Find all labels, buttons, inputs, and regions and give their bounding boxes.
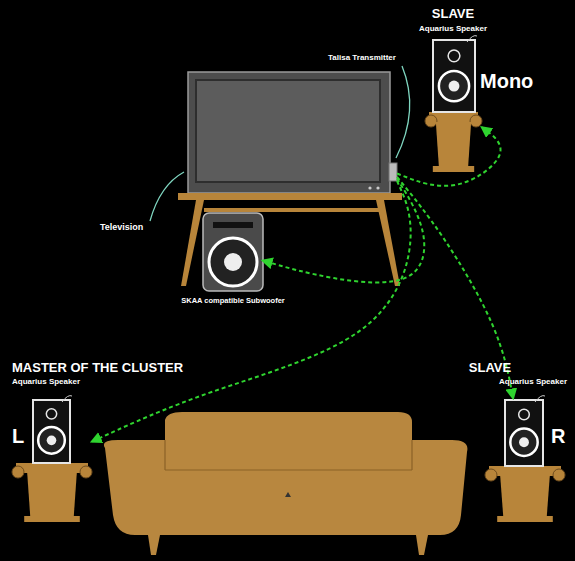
- role-heading: SLAVE: [432, 7, 474, 21]
- role-heading: MASTER OF THE CLUSTER: [12, 361, 183, 375]
- tv-stand-top: [178, 193, 402, 200]
- leader-line: [396, 66, 410, 158]
- callout-label: Television: [100, 223, 143, 233]
- speaker-node: SLAVEAquarius SpeakerMono: [425, 40, 482, 172]
- tv-stand-leg: [181, 200, 204, 286]
- wireless-link: [397, 177, 513, 398]
- speaker-antenna: [467, 36, 477, 42]
- speaker-woofer: [439, 71, 469, 101]
- role-heading: SLAVE: [469, 361, 511, 375]
- speaker-node: SLAVEAquarius SpeakerR: [485, 398, 565, 522]
- sofa-leg: [148, 535, 160, 555]
- tv-housing: [188, 72, 390, 193]
- model-name: Aquarius Speaker: [419, 25, 487, 34]
- speaker-antenna: [535, 396, 545, 402]
- sofa-seam: [165, 440, 412, 470]
- device-label: SKAA compatible Subwoofer: [181, 297, 284, 305]
- pedestal-base: [497, 516, 553, 522]
- speaker-cap: [47, 436, 57, 446]
- pedestal-shaft: [27, 473, 77, 516]
- speaker-antenna: [62, 396, 72, 402]
- subwoofer-cap: [224, 253, 242, 271]
- subwoofer-slot: [213, 222, 253, 228]
- pedestal-scroll: [12, 466, 24, 478]
- pedestal-scroll: [470, 115, 482, 127]
- wireless-link: [397, 127, 501, 186]
- pedestal-scroll: [425, 115, 437, 127]
- model-name: Aquarius Speaker: [499, 378, 567, 387]
- speaker-cap: [519, 437, 529, 447]
- wireless-link: [92, 181, 411, 442]
- tv-screen: [196, 80, 380, 182]
- speaker-cap: [449, 81, 460, 92]
- speaker-tweeter: [46, 409, 56, 419]
- tv-button: [368, 186, 371, 189]
- pedestal-scroll: [485, 469, 497, 481]
- wireless-link: [263, 178, 424, 282]
- speaker-cabinet: [505, 400, 543, 466]
- speaker-woofer: [38, 427, 65, 454]
- subwoofer-node: SKAA compatible Subwoofer: [203, 213, 263, 291]
- pedestal-capital: [16, 463, 88, 473]
- sofa-leg: [416, 535, 428, 555]
- tv-button: [376, 186, 379, 189]
- transmitter-box: [389, 163, 397, 181]
- speaker-tweeter: [448, 50, 460, 62]
- channel-label: R: [551, 425, 565, 447]
- device-label: Talisa Transmitter: [328, 54, 396, 63]
- sofa: [104, 412, 468, 535]
- pedestal-shaft: [500, 476, 550, 516]
- sofa-mark: [285, 492, 291, 497]
- model-name: Aquarius Speaker: [12, 378, 80, 387]
- tv-stand-rail: [204, 208, 380, 212]
- channel-label: L: [12, 425, 24, 447]
- pedestal-base: [433, 166, 474, 172]
- speaker-woofer: [510, 429, 537, 456]
- channel-label: Mono: [480, 70, 533, 92]
- subwoofer-cone: [209, 238, 257, 286]
- speaker-tweeter: [519, 409, 530, 420]
- pedestal-scroll: [80, 466, 92, 478]
- transmitter-node: Talisa Transmitter: [389, 163, 397, 181]
- tv-stand-leg: [376, 200, 400, 286]
- pedestal-base: [24, 516, 80, 522]
- pedestal-scroll: [553, 469, 565, 481]
- subwoofer-body: [203, 213, 263, 291]
- speaker-node: MASTER OF THE CLUSTERAquarius SpeakerL: [12, 398, 92, 522]
- pedestal-capital: [489, 466, 561, 476]
- speaker-cabinet: [33, 400, 70, 463]
- speaker-cabinet: [433, 40, 475, 112]
- pedestal-shaft: [436, 122, 471, 166]
- leader-line: [150, 172, 184, 221]
